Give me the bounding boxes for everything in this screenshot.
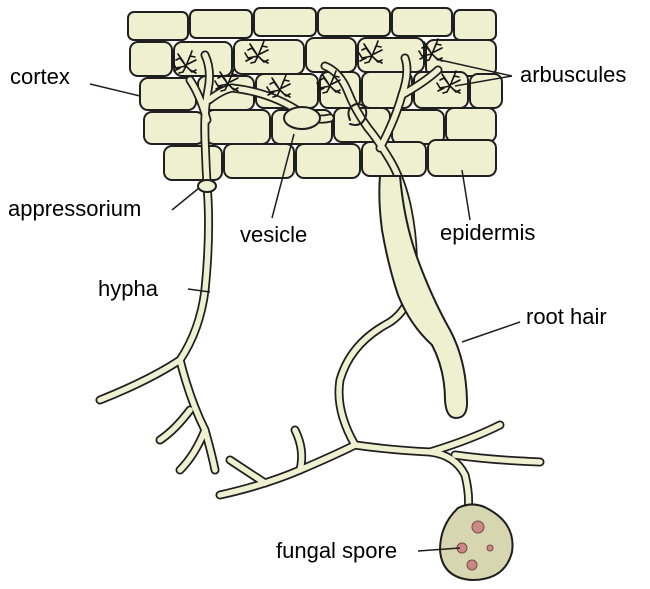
cortex-cell [190, 10, 252, 38]
root-hair-label: root hair [526, 306, 607, 328]
epidermis-label: epidermis [440, 222, 535, 244]
cortex-cell [454, 10, 496, 40]
root-hair-leader [462, 322, 520, 342]
left-hypha-branch [160, 410, 190, 440]
vesicle-label: vesicle [240, 224, 307, 246]
cortex-label: cortex [10, 66, 70, 88]
cortex-cell [318, 8, 390, 36]
cortex-cell [128, 12, 188, 40]
root-hair [379, 176, 467, 418]
root-hair-shape [379, 176, 467, 418]
epidermis-cell [296, 144, 360, 178]
epidermis-cell [164, 146, 222, 180]
spore-dot [472, 521, 484, 533]
fungal-spore [440, 504, 513, 580]
appressorium-shape [198, 180, 216, 192]
spore-body [440, 504, 513, 580]
appressorium-label: appressorium [8, 198, 141, 220]
vesicle-shape [284, 107, 320, 129]
cortex-cell [392, 8, 452, 36]
spore-hypha-branch [430, 425, 500, 452]
cortex-cell [254, 8, 316, 36]
spore-hypha-branch [230, 460, 265, 483]
cortex-cell [358, 38, 424, 72]
left-hypha-branch [180, 430, 205, 470]
hypha-label: hypha [98, 278, 158, 300]
cortex-cell [144, 112, 204, 144]
cortex-cell [446, 108, 496, 142]
cortex-cell [234, 40, 304, 74]
appressorium-leader [172, 188, 199, 210]
cortex-leader [90, 84, 140, 96]
cortex-cell [130, 42, 172, 76]
root-cortex-tissue [128, 8, 502, 180]
fungal-spore-label: fungal spore [276, 540, 397, 562]
cortex-cell [206, 110, 270, 144]
spore-dot [487, 545, 493, 551]
spore-dot [467, 560, 477, 570]
arbuscules-label: arbuscules [520, 64, 626, 86]
epidermis-leader [462, 170, 470, 220]
